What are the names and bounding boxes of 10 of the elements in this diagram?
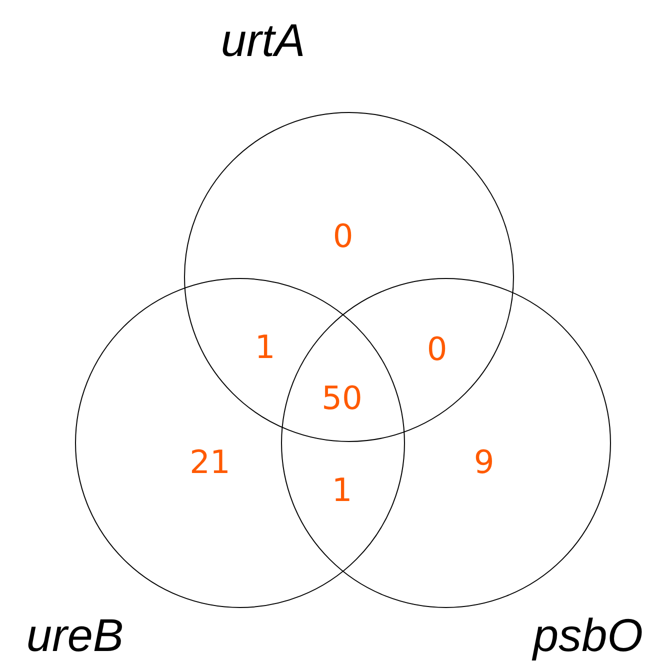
region-count: 9 — [474, 446, 494, 478]
region-count: 50 — [322, 382, 362, 414]
region-count: 1 — [254, 331, 276, 363]
region-count: 21 — [190, 446, 230, 478]
set-label: urtA — [220, 17, 306, 63]
set-label: ureB — [26, 612, 124, 658]
region-count: 0 — [332, 220, 354, 252]
region-count: 0 — [426, 333, 448, 365]
region-count: 1 — [332, 474, 352, 506]
set-label: psbO — [533, 612, 643, 658]
